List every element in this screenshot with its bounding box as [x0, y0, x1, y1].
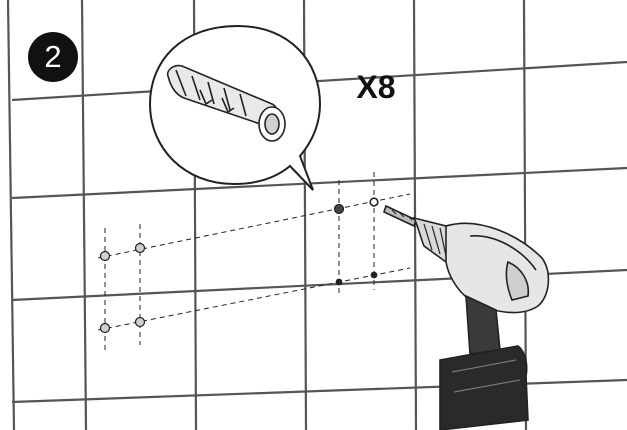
drill-hole-marker-icon [99, 322, 111, 334]
cordless-drill-icon [383, 204, 550, 430]
drill-hole-marker-icon [134, 242, 146, 254]
drill-hole-marker-icon [99, 250, 111, 262]
grout-line-v2 [80, 0, 88, 430]
grout-line-v1 [6, 0, 16, 430]
drill-body [445, 222, 550, 314]
drill-hole-marker-icon [335, 278, 343, 286]
tile-wall [6, 0, 627, 430]
drill-bit [383, 204, 417, 228]
quantity-label: X8 [356, 69, 396, 105]
grout-line-h2 [11, 166, 627, 200]
drill-hole-marker-icon [370, 271, 378, 279]
wall-plug-anchor-icon [166, 64, 286, 142]
drill-hole-marker-icon [333, 203, 345, 215]
guide-line-lower [97, 267, 411, 331]
hole-markers [99, 197, 379, 334]
drill-hole-marker-icon [369, 197, 379, 207]
drill-chuck [412, 216, 452, 264]
step-number-badge: 2 [28, 32, 78, 82]
guide-line-upper [97, 193, 411, 259]
drill-battery [439, 345, 529, 430]
grout-line-v5 [412, 0, 418, 430]
drill-hole-marker-icon [134, 316, 146, 328]
grout-line-h4 [11, 378, 627, 404]
anchor-callout [148, 24, 322, 191]
